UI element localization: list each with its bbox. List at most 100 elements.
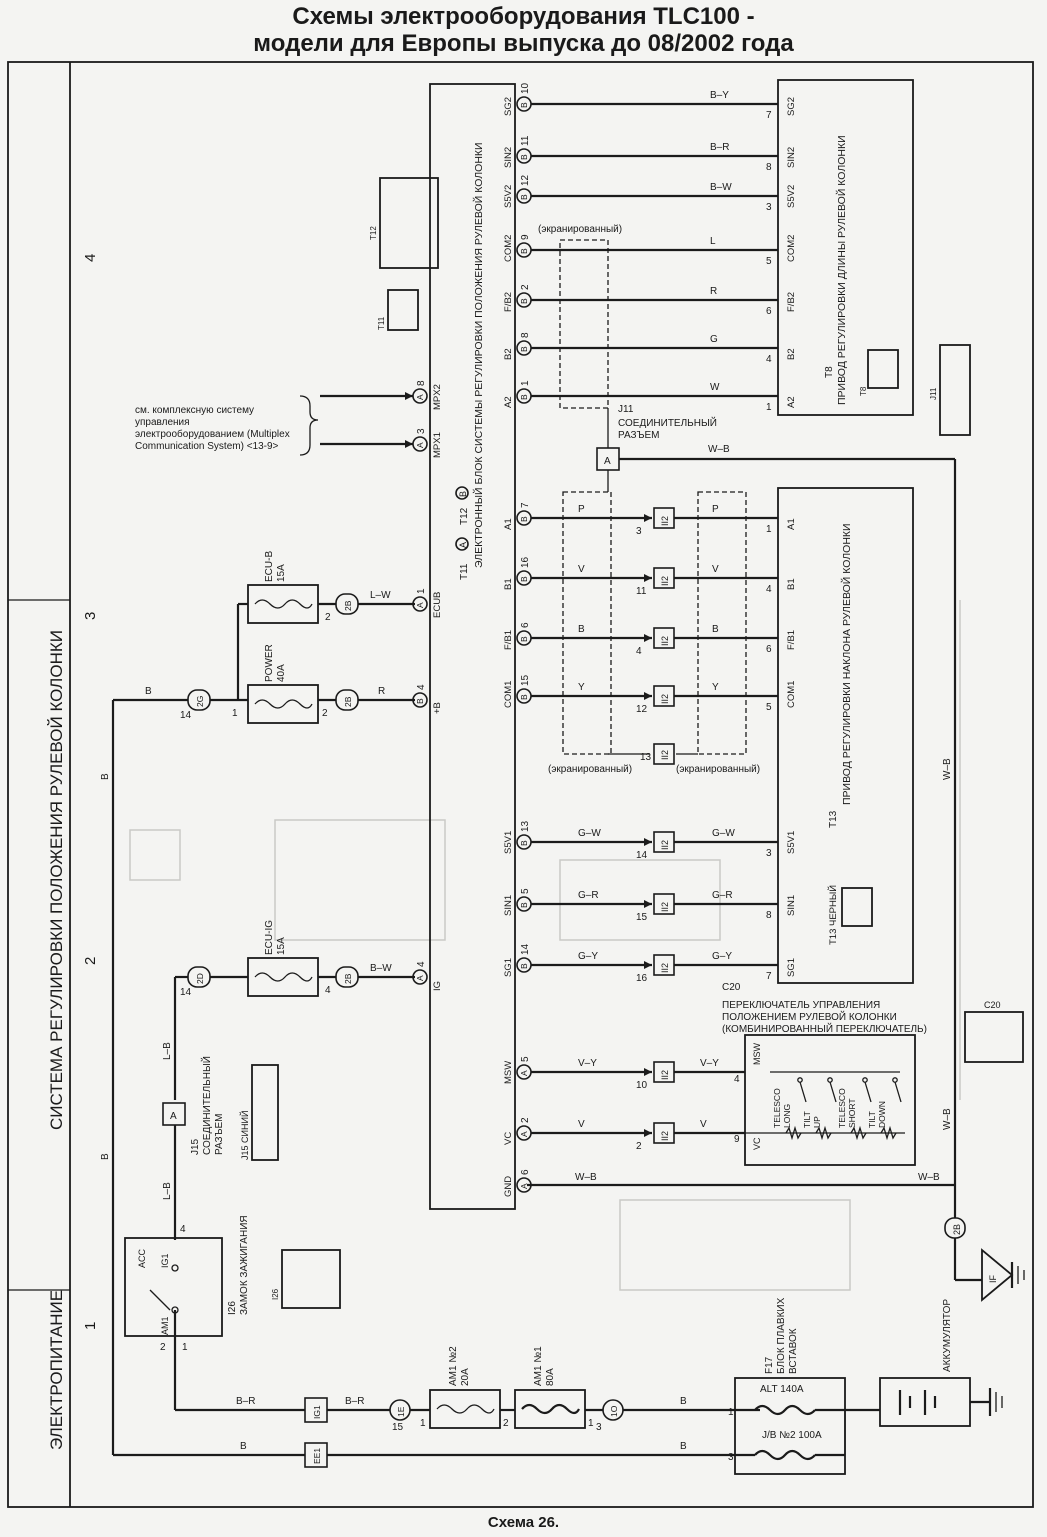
ecu-pin-connector: B <box>519 963 529 969</box>
ii2-pin-number: 3 <box>636 526 642 537</box>
arrow-icon <box>405 392 413 400</box>
ecu-left-pin-number: 4 <box>416 684 427 690</box>
ecu-pin-number: 7 <box>520 502 531 508</box>
thumb-t12: T12 <box>369 226 378 240</box>
switch-blade <box>829 1081 837 1103</box>
wire-r-power: R <box>378 686 385 697</box>
arrow-icon <box>644 961 652 969</box>
junction-1e: 1E <box>396 1406 406 1417</box>
j11-code: J11 <box>618 404 634 415</box>
i26-pin2: 2 <box>160 1342 166 1353</box>
ecu-pin-number: 2 <box>520 1117 531 1123</box>
switch-contact <box>827 1077 833 1083</box>
ecu-left-pin-connector: A <box>415 442 425 448</box>
ecu-pin-connector: B <box>519 346 529 352</box>
fuse-am2-rating: 20A <box>460 1368 471 1386</box>
switch-blade <box>894 1081 902 1103</box>
j15-name1: СОЕДИНИТЕЛЬНЫЙ <box>200 1056 213 1155</box>
grid-number-1: 1 <box>82 1322 99 1330</box>
junction-connectors <box>187 593 359 988</box>
ground-connector <box>944 1217 966 1239</box>
i26-connector-icon <box>281 1249 341 1309</box>
t8-wire-label: G <box>710 334 718 345</box>
wire-b-bottom: B <box>240 1441 247 1452</box>
pin-jb: 3 <box>728 1452 734 1463</box>
ecu-pin-number: 13 <box>520 820 531 832</box>
ecu-left-pin-number: 1 <box>416 588 427 594</box>
pin-c2b-ig: 4 <box>325 985 331 996</box>
t8-pin-number: 7 <box>766 110 772 121</box>
t13-pin-number: 1 <box>766 524 772 535</box>
ecu-pin-name: SIN2 <box>503 147 514 168</box>
i26-code: I26 <box>227 1301 238 1315</box>
ii2-pin-number: 12 <box>636 704 648 715</box>
pin-am1-r: 1 <box>588 1418 594 1429</box>
wire-lw: L–W <box>370 590 391 601</box>
arrow-icon <box>644 1129 652 1137</box>
ecu-pin-number: 8 <box>520 332 531 338</box>
shield-t13-left <box>562 491 612 755</box>
ecu-pin-number: 5 <box>520 1056 531 1062</box>
fuse-ecub-rating: 15A <box>276 564 287 582</box>
switch-label: TILT <box>867 1111 877 1128</box>
ecu-name: ЭЛЕКТРОННЫЙ БЛОК СИСТЕМЫ РЕГУЛИРОВКИ ПОЛ… <box>472 142 485 568</box>
t13-pin-number: 8 <box>766 910 772 921</box>
i26-name: ЗАМОК ЗАЖИГАНИЯ <box>239 1215 250 1315</box>
wire-lb-1: L–B <box>162 1042 173 1060</box>
ecu-left-pin-number: 8 <box>416 380 427 386</box>
ii2-label: II2 <box>660 1070 670 1080</box>
ecu-pin-connector: B <box>519 154 529 160</box>
t8-wire-label: L <box>710 236 716 247</box>
gnd-wire-label-right: W–B <box>918 1172 940 1183</box>
fuse-am1-rating: 80A <box>545 1368 556 1386</box>
ecu-pin-number: 15 <box>520 674 531 686</box>
t13-wire-label-left: Y <box>578 682 585 693</box>
t13-pin-name: B1 <box>786 578 797 590</box>
t13-wire-label-left: P <box>578 504 585 515</box>
ecu-left-pin-name: ECUB <box>432 592 443 618</box>
power-supply-label: ЭЛЕКТРОПИТАНИЕ <box>47 1290 66 1450</box>
fuse-am2-name: AM1 №2 <box>448 1346 459 1386</box>
diagram-frame <box>7 61 1034 1508</box>
i26-pin4: 4 <box>180 1224 186 1235</box>
i26-small-code: I26 <box>271 1288 280 1300</box>
ecu-left-pin-name: MPX2 <box>432 384 443 410</box>
ecu-pin-connector: A <box>519 1070 529 1076</box>
t13-pin-name: F/B1 <box>786 630 797 650</box>
t13-wire-label-left: G–W <box>578 828 601 839</box>
ecu-pin-connector: B <box>519 576 529 582</box>
switch-label: LONG <box>782 1104 792 1128</box>
shield-note-t8: (экранированный) <box>538 224 622 235</box>
ecu-pin-name: MSW <box>503 1061 514 1084</box>
c20-wire-label-left: V–Y <box>578 1058 597 1069</box>
power-section <box>111 584 1003 1475</box>
ecu-pin-name: GND <box>503 1176 514 1197</box>
connector-thumbnails <box>379 177 1024 1063</box>
ii2-label: II2 <box>660 840 670 850</box>
wire-lb-2: L–B <box>162 1182 173 1200</box>
pin-c2d: 14 <box>180 987 192 998</box>
c20-name1: ПЕРЕКЛЮЧАТЕЛЬ УПРАВЛЕНИЯ <box>722 1000 880 1011</box>
ecu-left-pin-connector: A <box>415 975 425 981</box>
ecu-connector-t12: T12 <box>459 507 470 525</box>
ecu-pin-connector: A <box>519 1131 529 1137</box>
f17-name1: БЛОК ПЛАВКИХ <box>776 1297 787 1374</box>
page-title-line2: модели для Европы выпуска до 08/2002 год… <box>253 30 794 57</box>
ii2-label: II2 <box>660 516 670 526</box>
wire-br-1: B–R <box>236 1396 255 1407</box>
j15-code: J15 <box>190 1138 201 1155</box>
resistor-icon <box>815 1125 832 1141</box>
switch-blade <box>799 1081 807 1103</box>
c20-wire-label-right: V <box>700 1119 707 1130</box>
ecu-conn-a-label: A <box>458 542 468 548</box>
resistor-icon <box>880 1125 897 1141</box>
c20-wire-label-right: V–Y <box>700 1058 719 1069</box>
ii2-pin-number: 10 <box>636 1080 648 1091</box>
multiplex-note-3: электрооборудованием (Multiplex <box>135 428 290 440</box>
ground-code: IF <box>988 1274 998 1283</box>
fuse-alt: ALT 140A <box>760 1384 804 1395</box>
switch-blade <box>864 1081 872 1103</box>
j11-wire: W–B <box>708 444 730 455</box>
j11-name1: СОЕДИНИТЕЛЬНЫЙ <box>618 416 717 429</box>
